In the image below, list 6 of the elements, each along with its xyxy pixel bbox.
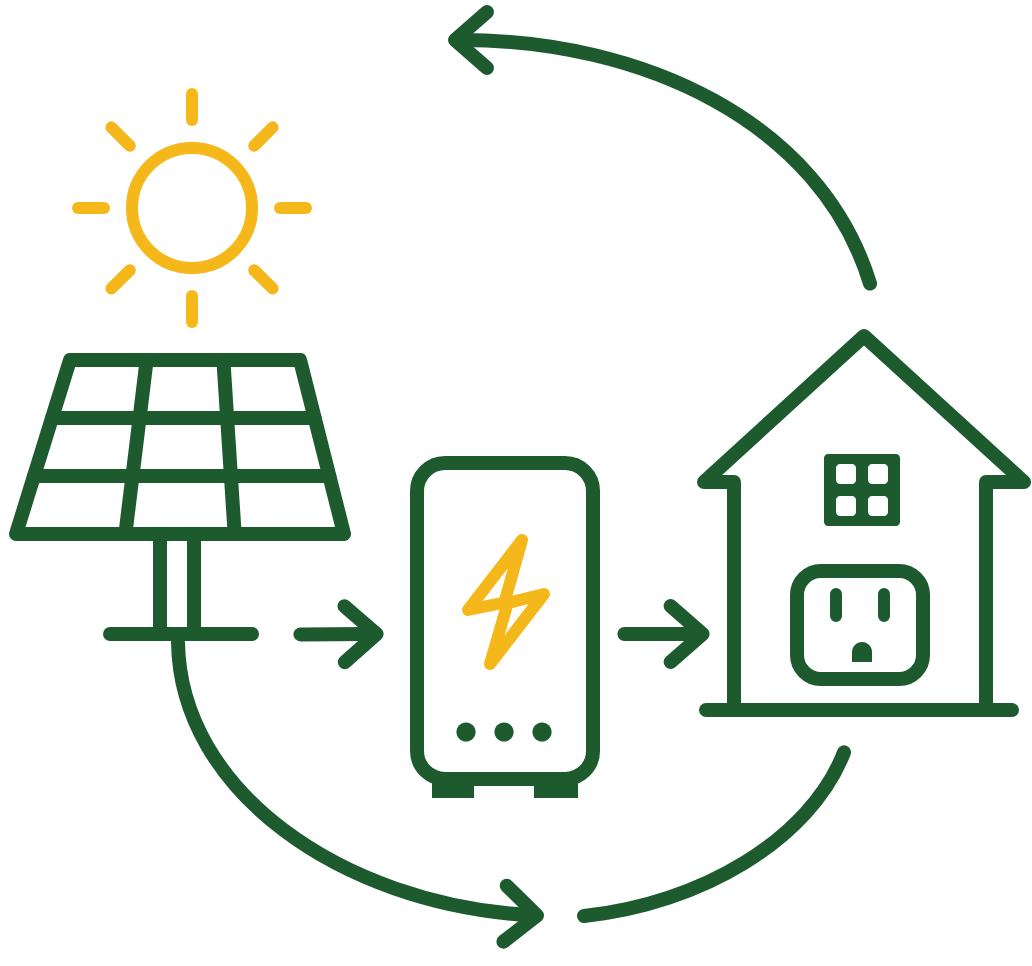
curved-arrow bbox=[171, 635, 545, 949]
solar-panel bbox=[9, 353, 351, 641]
curved-arrow bbox=[448, 5, 877, 291]
house bbox=[697, 329, 1031, 717]
curved-line bbox=[577, 745, 851, 923]
sun bbox=[72, 88, 312, 328]
